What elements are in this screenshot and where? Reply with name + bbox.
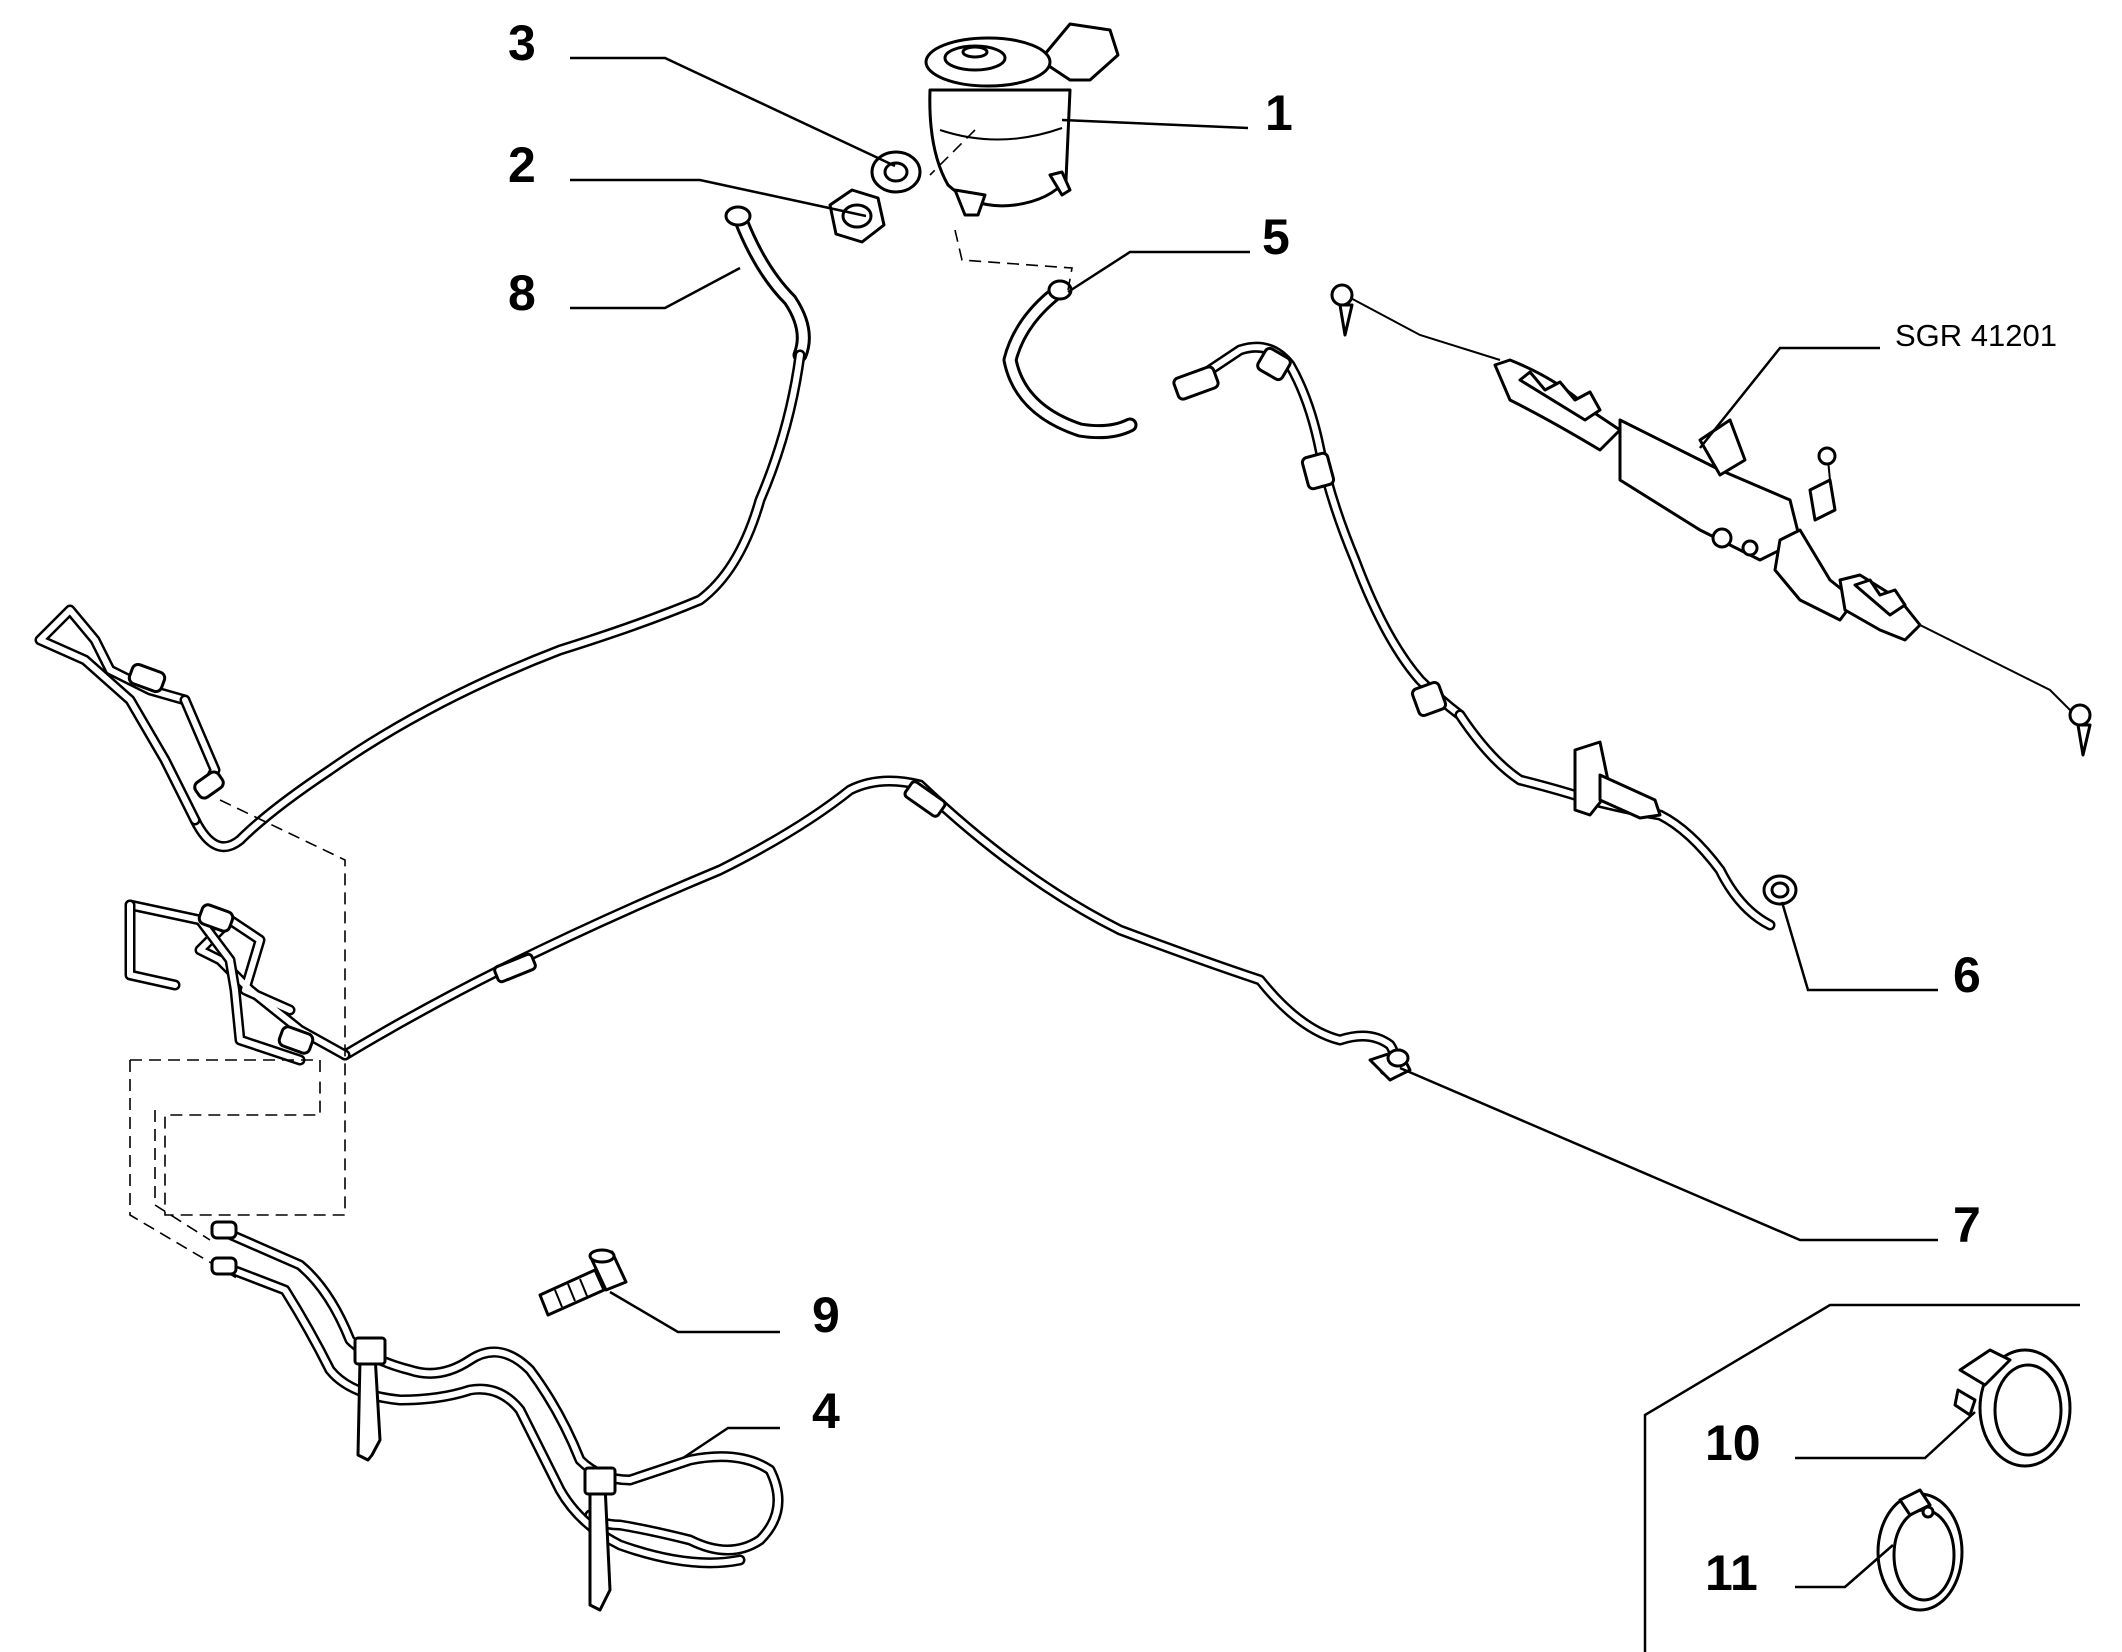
part-8-suction-hose — [724, 205, 811, 363]
part-4-cooler — [210, 1220, 784, 1612]
callout-9: 9 — [812, 1287, 840, 1343]
part-9-bolt — [538, 1248, 628, 1317]
part-10-clamp — [1953, 1348, 2072, 1468]
callout-3: 3 — [508, 15, 536, 71]
callout-2: 2 — [508, 137, 536, 193]
callout-11: 11 — [1705, 1545, 1758, 1601]
part-11-clamp — [1876, 1488, 1964, 1612]
callout-5: 5 — [1262, 209, 1290, 265]
assembly-dashed-line — [954, 229, 1073, 291]
part-7-return-pipe — [124, 775, 1412, 1082]
callout-1: 1 — [1265, 85, 1293, 141]
assembly-dashed-line — [154, 1110, 211, 1241]
callout-8: 8 — [508, 265, 536, 321]
assembly-dashed-line — [164, 799, 346, 1216]
assembly-dashed-line — [929, 129, 976, 176]
part-6-pressure-hose — [1172, 341, 1798, 931]
separator-frame — [1643, 1303, 2080, 1652]
steering-rack-assembly — [1330, 283, 2092, 757]
part-2-nut — [828, 188, 886, 244]
assembly-dashed-line — [130, 1059, 321, 1075]
leader-lines — [570, 56, 1976, 1589]
part-1-reservoir — [924, 22, 1120, 217]
callout-7: 7 — [1953, 1197, 1981, 1253]
callout-10: 10 — [1705, 1415, 1761, 1471]
suction-pipe — [34, 349, 806, 853]
part-5-return-hose — [1002, 279, 1138, 440]
callout-4: 4 — [812, 1383, 840, 1439]
reference-code: SGR 41201 — [1895, 318, 2057, 353]
callout-6: 6 — [1953, 947, 1981, 1003]
assembly-dashed-line — [129, 1060, 241, 1281]
